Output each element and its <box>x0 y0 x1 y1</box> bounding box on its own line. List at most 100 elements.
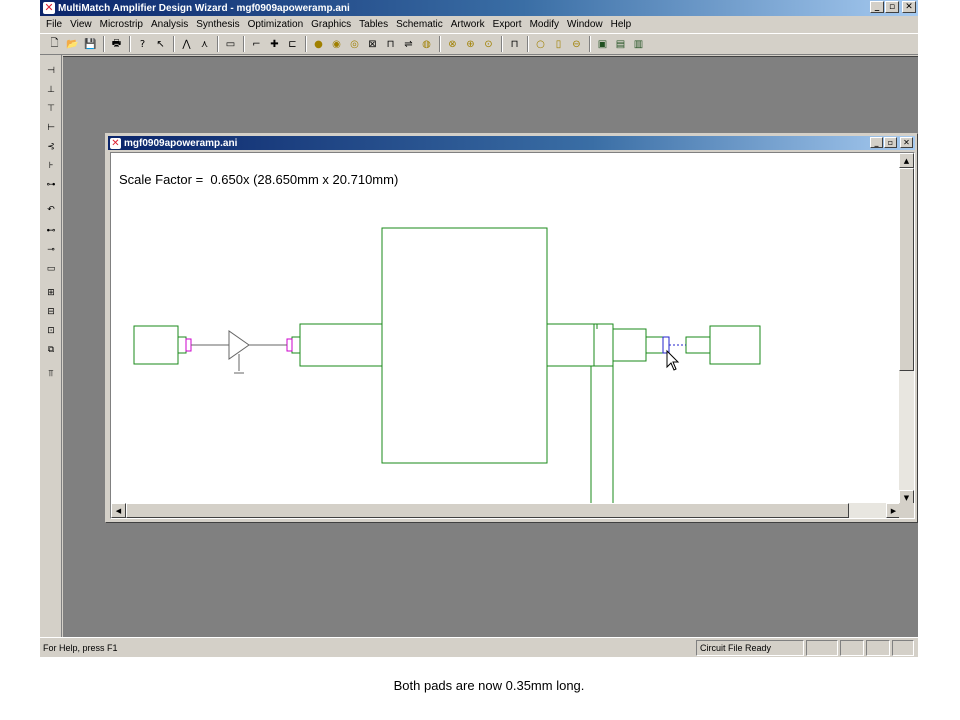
antenna-icon[interactable]: ⫪ <box>48 369 54 379</box>
input-launcher-left[interactable] <box>177 336 187 354</box>
bend-icon[interactable]: ⌐ <box>252 38 261 50</box>
zoom-window-icon[interactable]: ⧉ <box>47 345 55 355</box>
toolbar-separator <box>173 36 175 52</box>
box-cross-icon[interactable]: ⊠ <box>368 38 377 50</box>
series-element-icon[interactable]: ⊣ <box>47 66 55 76</box>
menu-file[interactable]: File <box>46 19 63 30</box>
yellow-circle-icon[interactable]: ○ <box>536 38 545 50</box>
component-c-icon[interactable]: ▥ <box>633 38 644 50</box>
restore-button[interactable]: ▫ <box>885 1 899 13</box>
toolbar-separator <box>129 36 131 52</box>
draw-line-icon[interactable]: ⋀ <box>182 38 191 50</box>
menu-artwork[interactable]: Artwork <box>450 19 485 30</box>
amp-input-line[interactable] <box>291 336 301 354</box>
vertical-scroll-thumb[interactable] <box>899 168 914 371</box>
status-panel-empty <box>806 639 838 656</box>
child-maximize-button[interactable]: ▫ <box>884 137 897 148</box>
chart-ring-icon[interactable]: ◍ <box>422 38 431 50</box>
horizontal-scroll-thumb[interactable] <box>126 503 849 518</box>
child-close-button[interactable]: ✕ <box>900 137 913 148</box>
menu-tables[interactable]: Tables <box>359 19 389 30</box>
mouse-cursor-icon <box>666 349 680 371</box>
menu-graphics[interactable]: Graphics <box>311 19 352 30</box>
block-icon[interactable]: ▭ <box>46 264 56 274</box>
app-titlebar[interactable]: ✕ MultiMatch Amplifier Design Wizard - m… <box>40 0 918 16</box>
menu-window[interactable]: Window <box>567 19 603 30</box>
target-chart-icon[interactable]: ⊙ <box>484 38 493 50</box>
child-titlebar[interactable]: ✕ mgf0909apoweramp.ani _ ▫ ✕ <box>108 136 915 150</box>
step-icon[interactable]: ⊓ <box>386 38 395 50</box>
transformer-icon[interactable]: ⊰ <box>47 142 55 152</box>
menu-analysis[interactable]: Analysis <box>150 19 189 30</box>
component-a-icon[interactable]: ▣ <box>597 38 608 50</box>
minimize-button[interactable]: _ <box>870 1 884 13</box>
circle-target-icon[interactable]: ◉ <box>332 38 341 50</box>
close-button[interactable]: ✕ <box>902 1 916 13</box>
child-minimize-button[interactable]: _ <box>870 137 883 148</box>
size-grip-icon[interactable] <box>899 503 914 518</box>
save-icon[interactable]: 💾 <box>84 38 97 50</box>
amplifier-symbol[interactable] <box>228 330 250 360</box>
menu-synthesis[interactable]: Synthesis <box>196 19 240 30</box>
zoom-out-icon[interactable]: ⊟ <box>47 307 55 317</box>
large-pad[interactable] <box>381 227 548 464</box>
output-connector-block[interactable] <box>709 325 761 365</box>
vertical-scrollbar[interactable]: ▲ ▼ <box>899 153 914 505</box>
open-folder-icon[interactable]: 📂 <box>66 38 79 50</box>
output-line-3[interactable] <box>612 328 647 362</box>
main-transformer-line[interactable] <box>299 323 383 367</box>
tee-icon[interactable]: ⊏ <box>288 38 297 50</box>
menu-export[interactable]: Export <box>492 19 522 30</box>
circle-ring-icon[interactable]: ◎ <box>350 38 359 50</box>
toolbar-separator <box>243 36 245 52</box>
cross-icon[interactable]: ✚ <box>270 38 279 50</box>
output-launcher-right[interactable] <box>685 336 711 354</box>
input-connector-block[interactable] <box>133 325 179 365</box>
input-pad[interactable] <box>185 338 192 352</box>
smith-chart-icon[interactable]: ⊗ <box>448 38 457 50</box>
status-panel-empty <box>840 639 864 656</box>
shunt-series-icon[interactable]: ⊢ <box>47 123 55 133</box>
pulse-icon[interactable]: ⊓ <box>510 38 519 50</box>
print-icon[interactable]: 🖶 <box>111 37 122 49</box>
draw-arrow-icon[interactable]: ⋏ <box>200 38 209 50</box>
output-line-1[interactable] <box>546 323 595 367</box>
scroll-left-arrow-icon[interactable]: ◀ <box>111 503 126 518</box>
zoom-fit-icon[interactable]: ⊡ <box>47 326 55 336</box>
resistor-icon[interactable]: ⊸ <box>47 245 55 255</box>
context-help-icon[interactable]: ↖ <box>156 38 165 50</box>
shunt-element-icon[interactable]: ⊥ <box>47 85 55 95</box>
series-shunt-icon[interactable]: ⊤ <box>47 104 55 114</box>
artwork-canvas[interactable] <box>111 153 901 505</box>
menu-modify[interactable]: Modify <box>529 19 560 30</box>
menu-optimization[interactable]: Optimization <box>247 19 304 30</box>
output-line-4[interactable] <box>645 336 664 354</box>
zoom-in-icon[interactable]: ⊞ <box>47 288 55 298</box>
yellow-minus-icon[interactable]: ⊖ <box>572 38 581 50</box>
line-segment-icon[interactable]: ⊶ <box>46 180 56 190</box>
horizontal-scrollbar[interactable]: ◀ ▶ <box>111 503 901 518</box>
help-icon[interactable]: ? <box>139 38 146 50</box>
amp-output-pad[interactable] <box>286 338 293 352</box>
polar-chart-icon[interactable]: ⊕ <box>466 38 475 50</box>
menu-help[interactable]: Help <box>610 19 632 30</box>
yellow-rect-icon[interactable]: ▯ <box>555 38 562 50</box>
menu-microstrip[interactable]: Microstrip <box>99 19 143 30</box>
stub-icon[interactable]: ⊦ <box>48 161 54 171</box>
new-file-icon[interactable]: 🗋 <box>50 37 59 49</box>
undo-icon[interactable]: ↶ <box>47 205 55 215</box>
component-b-icon[interactable]: ▤ <box>615 38 626 50</box>
device-icon[interactable]: ▭ <box>225 38 236 50</box>
coupled-lines-icon[interactable]: ⇌ <box>404 38 413 50</box>
status-panel-state: Circuit File Ready <box>696 639 804 656</box>
toolbar-separator <box>439 36 441 52</box>
scroll-up-arrow-icon[interactable]: ▲ <box>899 153 914 168</box>
connector-icon[interactable]: ⊷ <box>46 226 56 236</box>
toolbar: 🗋 📂 💾 🖶 ? ↖ ⋀ ⋏ ▭ ⌐ ✚ ⊏ ● ◉ ◎ ⊠ ⊓ ⇌ ◍ ⊗ … <box>40 33 918 55</box>
menu-view[interactable]: View <box>70 19 92 30</box>
status-state-text: Circuit File Ready <box>700 642 772 653</box>
output-line-2[interactable] <box>593 323 614 367</box>
selected-pad[interactable] <box>662 336 670 354</box>
menu-schematic[interactable]: Schematic <box>396 19 443 30</box>
circle-yellow-icon[interactable]: ● <box>314 38 323 50</box>
